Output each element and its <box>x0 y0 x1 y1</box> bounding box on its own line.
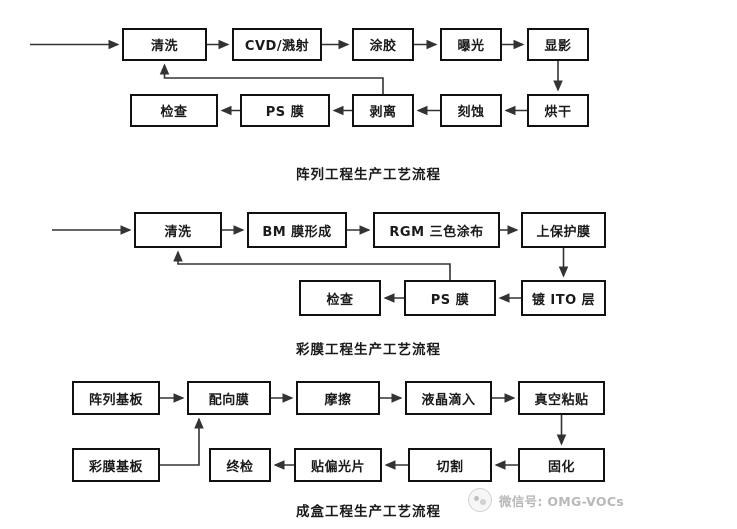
watermark-text: 微信号: OMG-VOCs <box>499 493 625 509</box>
node-cell-rubbing[interactable]: 摩擦 <box>296 381 380 415</box>
node-cf-rgm-three-color-coating[interactable]: RGM 三色涂布 <box>373 212 500 248</box>
node-cf-protective-film[interactable]: 上保护膜 <box>521 212 606 248</box>
watermark: 微信号: OMG-VOCs <box>468 488 624 512</box>
node-cf-cleaning[interactable]: 清洗 <box>134 212 222 248</box>
node-array-exposure[interactable]: 曝光 <box>440 28 502 61</box>
caption-cell-process: 成盒工程生产工艺流程 <box>296 504 441 520</box>
node-array-drying[interactable]: 烘干 <box>527 94 589 127</box>
caption-color-filter-process: 彩膜工程生产工艺流程 <box>296 342 441 358</box>
node-cell-cutting[interactable]: 切割 <box>408 448 492 482</box>
node-cell-color-filter-substrate[interactable]: 彩膜基板 <box>72 448 160 482</box>
node-array-coating[interactable]: 涂胶 <box>352 28 414 61</box>
caption-array-process: 阵列工程生产工艺流程 <box>296 167 441 183</box>
node-cell-alignment-film[interactable]: 配向膜 <box>187 381 271 415</box>
node-cf-ps-film[interactable]: PS 膜 <box>404 280 496 316</box>
node-array-inspection[interactable]: 检查 <box>130 94 218 127</box>
node-array-cvd-sputtering[interactable]: CVD/溅射 <box>232 28 322 61</box>
node-cell-lc-dropping[interactable]: 液晶滴入 <box>405 381 492 415</box>
node-cell-array-substrate[interactable]: 阵列基板 <box>72 381 160 415</box>
node-cell-final-inspection[interactable]: 终检 <box>209 448 271 482</box>
node-cf-ito-plating[interactable]: 镀 ITO 层 <box>521 280 606 316</box>
node-cf-inspection[interactable]: 检查 <box>299 280 381 316</box>
omg-vocs-logo-icon <box>468 488 492 512</box>
node-array-stripping[interactable]: 剥离 <box>352 94 414 127</box>
node-array-ps-film[interactable]: PS 膜 <box>240 94 330 127</box>
node-cf-bm-film-formation[interactable]: BM 膜形成 <box>247 212 347 248</box>
node-cell-vacuum-bonding[interactable]: 真空粘贴 <box>518 381 605 415</box>
node-cell-polarizer-attach[interactable]: 贴偏光片 <box>294 448 382 482</box>
node-cell-curing[interactable]: 固化 <box>518 448 605 482</box>
node-array-etching[interactable]: 刻蚀 <box>440 94 502 127</box>
node-array-cleaning[interactable]: 清洗 <box>122 28 207 61</box>
node-array-development[interactable]: 显影 <box>527 28 589 61</box>
